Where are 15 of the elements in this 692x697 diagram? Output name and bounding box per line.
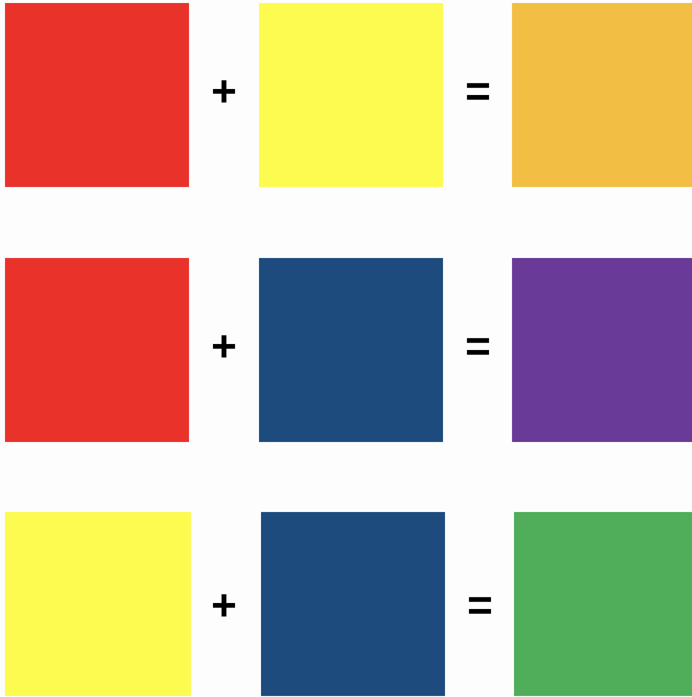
color-square (261, 512, 445, 696)
plus-sign: + (211, 584, 237, 628)
color-square (5, 3, 189, 187)
color-square (514, 512, 692, 696)
plus-sign: + (211, 70, 237, 114)
color-square (512, 258, 692, 442)
color-square (512, 3, 692, 187)
equals-sign: = (467, 584, 493, 628)
color-square (5, 512, 191, 696)
plus-sign: + (211, 325, 237, 369)
color-square (259, 3, 443, 187)
color-square (259, 258, 443, 442)
equals-sign: = (465, 70, 491, 114)
equals-sign: = (465, 325, 491, 369)
color-square (5, 258, 189, 442)
